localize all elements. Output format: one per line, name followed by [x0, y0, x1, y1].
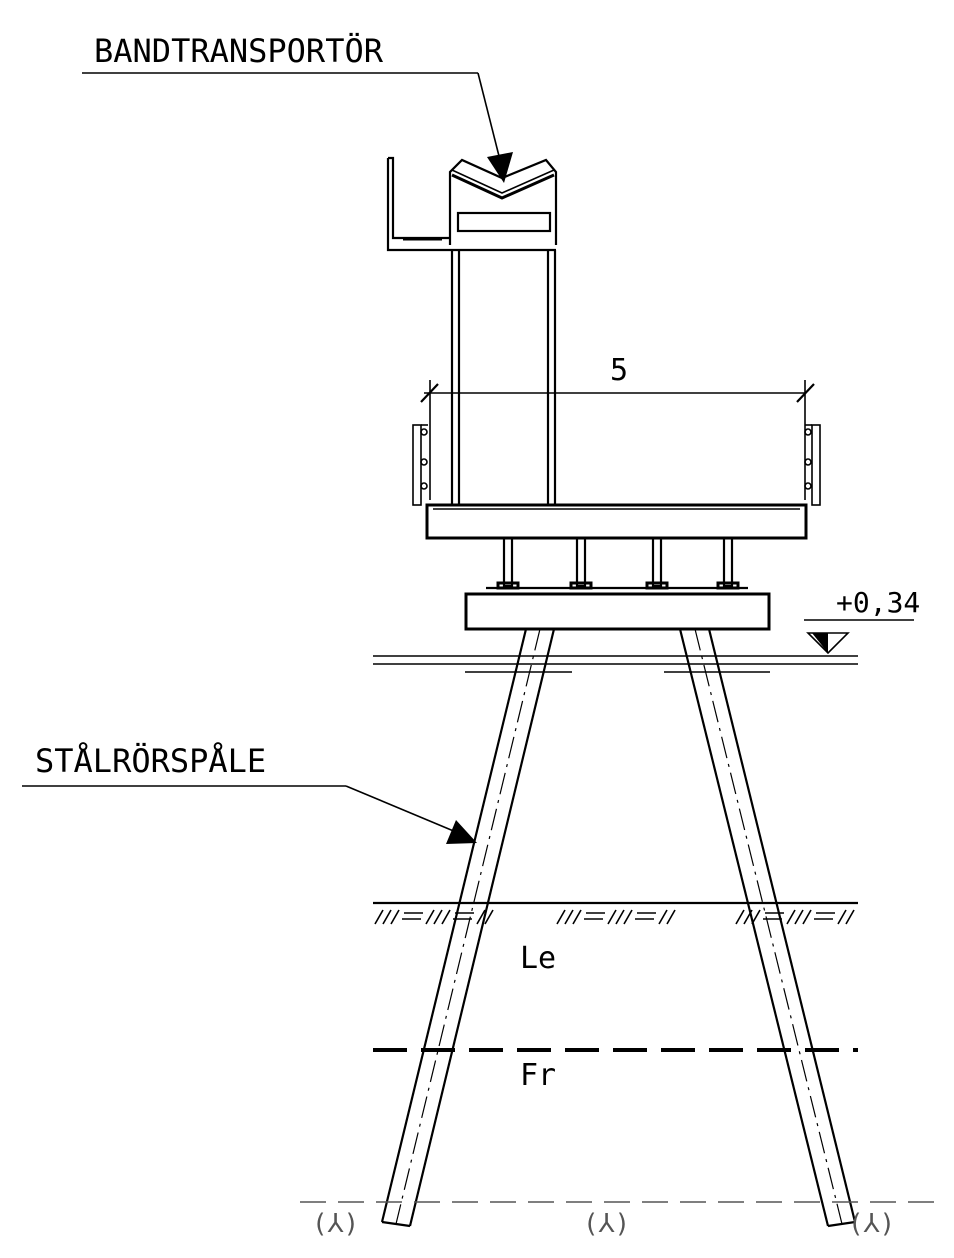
water-level [373, 655, 858, 673]
pile-right [678, 628, 857, 1228]
dimension-tick-right [796, 383, 815, 403]
conveyor-label: BANDTRANSPORTÖR [94, 32, 384, 70]
conveyor-leader-slope [477, 72, 501, 161]
conveyor-label-group: BANDTRANSPORTÖR [82, 32, 513, 183]
pile-left [380, 628, 556, 1228]
deck [425, 503, 808, 540]
dimension-tick-left [420, 383, 439, 403]
pile-leader-arrow [446, 820, 477, 844]
railing-left [412, 424, 428, 506]
pile-leader-slope [345, 785, 457, 833]
rock-symbol-right: (⅄) [848, 1209, 895, 1239]
dimension-value: 5 [610, 353, 628, 388]
deck-posts [486, 536, 748, 590]
width-dimension: 5 [420, 353, 815, 500]
level-marker: +0,34 [804, 586, 920, 655]
conveyor-leader-arrow [487, 152, 513, 183]
pile-label: STÅLRÖRSPÅLE [35, 742, 266, 780]
soil-label-lower: Fr [520, 1058, 556, 1093]
conveyor-belt-trough [451, 173, 555, 200]
conveyor-beam [456, 211, 552, 233]
pile-cap [464, 592, 771, 631]
level-value: +0,34 [836, 586, 920, 619]
ground-surface [373, 901, 858, 925]
rock-symbol-middle: (⅄) [583, 1209, 630, 1239]
rock-symbol-left: (⅄) [312, 1209, 359, 1239]
conveyor-frame [448, 158, 558, 245]
conveyor-head [386, 156, 558, 252]
pile-label-group: STÅLRÖRSPÅLE [22, 742, 477, 844]
support-columns [450, 250, 557, 505]
soil-label-upper: Le [520, 941, 556, 976]
railing-right [804, 424, 821, 506]
deck-slab [425, 503, 808, 540]
conveyor-bracket [388, 156, 450, 240]
